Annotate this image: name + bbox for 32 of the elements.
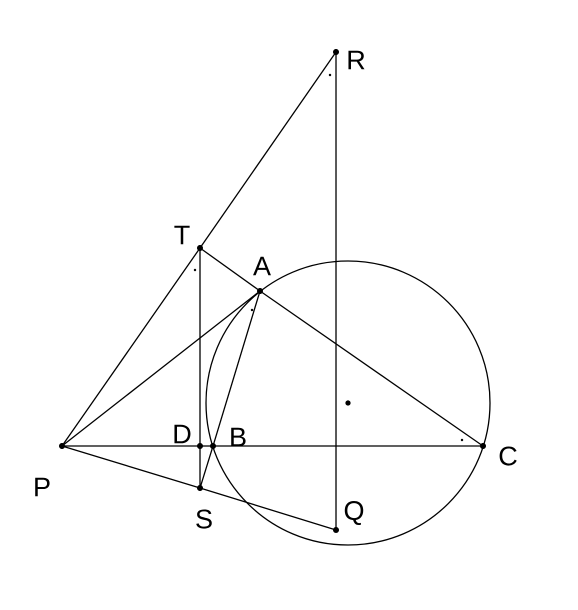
line-segment <box>213 445 483 447</box>
line-segment <box>260 290 484 447</box>
point-label: Q <box>344 501 364 525</box>
line-segment <box>200 487 336 531</box>
line-segment <box>199 446 201 488</box>
line-segment <box>61 248 201 446</box>
point-label: C <box>500 446 517 466</box>
line-segment <box>212 290 261 446</box>
point <box>333 527 339 533</box>
line-segment <box>199 248 201 446</box>
point-label: S <box>196 509 212 529</box>
point <box>197 245 203 251</box>
point <box>480 443 486 449</box>
point-label: A <box>253 256 271 276</box>
line-segment <box>62 445 200 489</box>
point <box>333 49 339 55</box>
point-label: T <box>174 226 190 244</box>
point-label: D <box>174 424 190 444</box>
point <box>197 443 203 449</box>
line-segment <box>62 290 260 447</box>
point-label: R <box>348 50 364 70</box>
point <box>197 485 203 491</box>
line-segment <box>335 52 337 530</box>
line-segment <box>62 445 200 447</box>
line-segment <box>200 247 260 292</box>
point <box>210 443 216 449</box>
point-label: P <box>35 478 50 496</box>
point <box>59 443 65 449</box>
line-segment <box>200 445 213 447</box>
point <box>257 288 263 294</box>
line-segment <box>199 446 214 488</box>
line-segment <box>199 52 337 248</box>
